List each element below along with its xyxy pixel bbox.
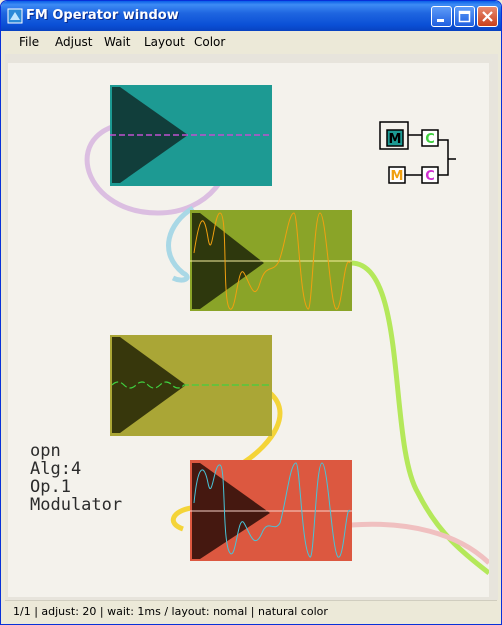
menu-wait[interactable]: Wait [104, 35, 131, 49]
close-icon [482, 11, 493, 22]
title-bar[interactable]: FM Operator window [1, 1, 501, 31]
op2-out-ribbon [350, 260, 489, 575]
alg-op1-box [386, 129, 404, 147]
menu-adjust[interactable]: Adjust [55, 35, 93, 49]
op1-op2-ribbon [166, 205, 195, 283]
menu-layout[interactable]: Layout [144, 35, 185, 49]
close-button[interactable] [477, 6, 498, 27]
op3-envelope [112, 337, 186, 433]
info-chip: opn [30, 441, 61, 461]
info-operator: Op.1 [30, 477, 71, 497]
alg-op4-box [421, 166, 439, 184]
client-area: M C M C opn Alg:4 Op.1 Modulator [5, 54, 498, 600]
menu-bar: File Adjust Wait Layout Color [5, 31, 497, 53]
operator-visualization: M C M C [84, 85, 489, 575]
op3-wave [111, 381, 270, 389]
operator-canvas: M C M C opn Alg:4 Op.1 Modulator [8, 63, 489, 597]
op2-wave [193, 212, 351, 310]
op3-op4-ribbon [241, 391, 283, 466]
op4-wave [193, 462, 351, 558]
alg-op4-label: C [425, 169, 435, 184]
minimize-button[interactable] [431, 6, 452, 27]
alg-op3-label: M [391, 169, 404, 184]
maximize-icon [458, 10, 471, 23]
minimize-icon [437, 19, 444, 22]
alg-op2-label: C [425, 132, 435, 147]
maximize-button[interactable] [454, 6, 475, 27]
info-algorithm: Alg:4 [30, 459, 82, 479]
alg-op3-box [388, 166, 406, 184]
status-text: 1/1 | adjust: 20 | wait: 1ms / layout: n… [13, 605, 328, 618]
info-role: Modulator [30, 495, 123, 515]
menu-color[interactable]: Color [194, 35, 226, 49]
alg-op1-label: M [389, 132, 402, 147]
window-title: FM Operator window [26, 8, 179, 23]
menu-file[interactable]: File [19, 35, 40, 49]
algorithm-diagram: M C M C [379, 121, 456, 184]
op4-side-ribbon [170, 505, 192, 532]
app-icon [7, 8, 23, 24]
op4-out-ribbon [350, 521, 489, 565]
status-bar: 1/1 | adjust: 20 | wait: 1ms / layout: n… [5, 600, 497, 622]
alg-op2-box [421, 129, 439, 147]
